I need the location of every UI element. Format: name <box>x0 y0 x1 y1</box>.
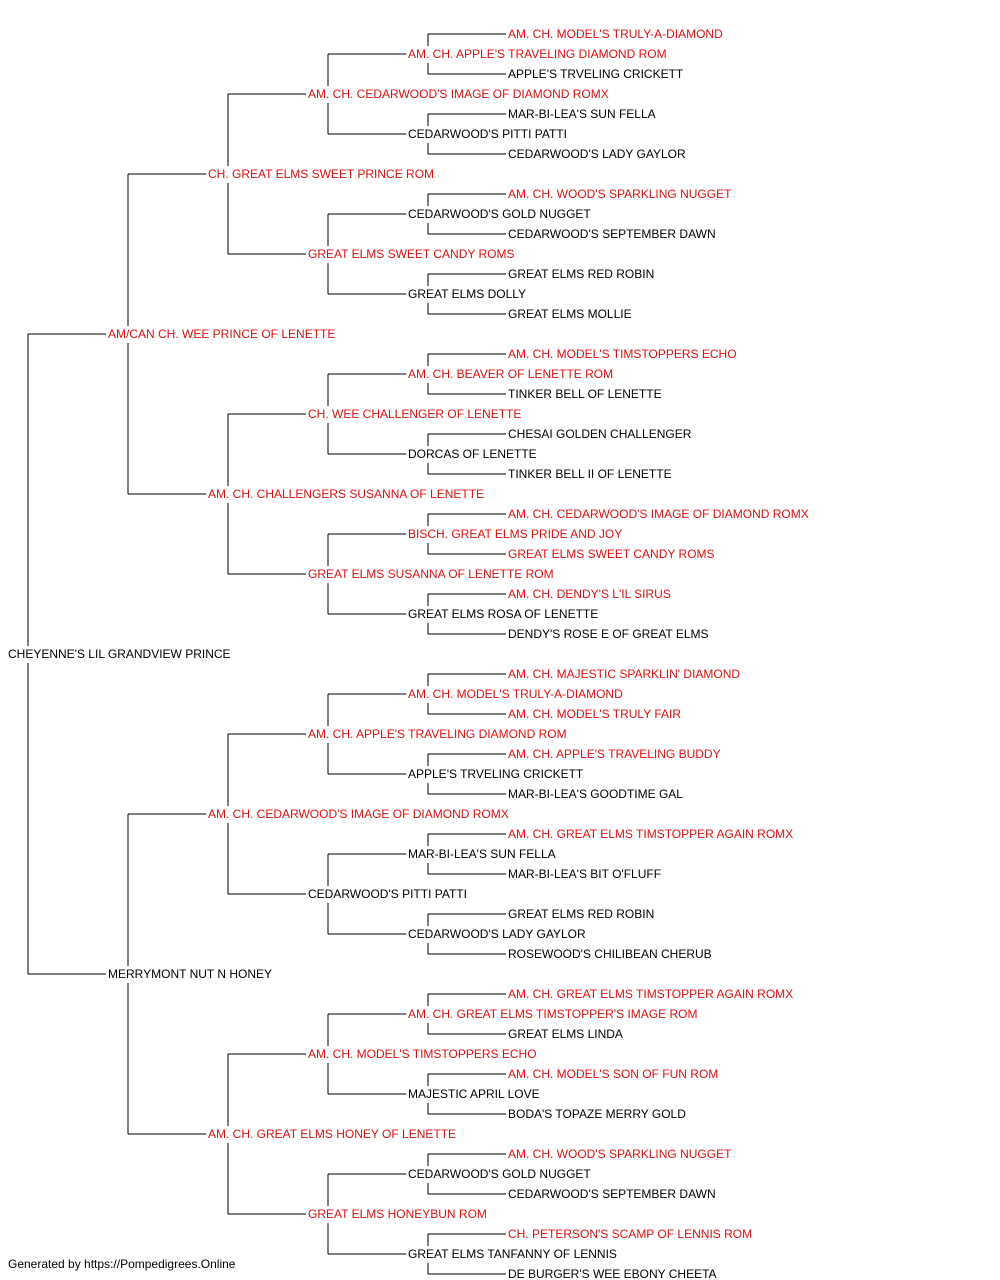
ancestor-name: GREAT ELMS TANFANNY OF LENNIS <box>408 1247 617 1261</box>
ancestor-name: GREAT ELMS SUSANNA OF LENETTE ROM <box>308 567 554 581</box>
ancestor-name: GREAT ELMS RED ROBIN <box>508 907 654 921</box>
ancestor-name: MAR-BI-LEA'S SUN FELLA <box>408 847 556 861</box>
ancestor-name: AM. CH. APPLE'S TRAVELING DIAMOND ROM <box>408 47 667 61</box>
ancestor-name: AM. CH. MODEL'S TRULY FAIR <box>508 707 681 721</box>
ancestor-name: AM. CH. DENDY'S L'IL SIRUS <box>508 587 671 601</box>
ancestor-name: AM. CH. CEDARWOOD'S IMAGE OF DIAMOND ROM… <box>308 87 609 101</box>
connector-lines <box>27 33 506 1275</box>
ancestor-name: MAR-BI-LEA'S GOODTIME GAL <box>508 787 683 801</box>
ancestor-name: CEDARWOOD'S SEPTEMBER DAWN <box>508 1187 716 1201</box>
footer-credit: Generated by https://Pompedigrees.Online <box>8 1257 236 1271</box>
ancestor-name: DORCAS OF LENETTE <box>408 447 537 461</box>
ancestor-name: AM. CH. MAJESTIC SPARKLIN' DIAMOND <box>508 667 740 681</box>
ancestor-name: CH. PETERSON'S SCAMP OF LENNIS ROM <box>508 1227 752 1241</box>
ancestor-name: AM. CH. CHALLENGERS SUSANNA OF LENETTE <box>208 487 484 501</box>
ancestor-name: AM. CH. MODEL'S TIMSTOPPERS ECHO <box>308 1047 537 1061</box>
ancestor-name: APPLE'S TRVELING CRICKETT <box>508 67 684 81</box>
ancestor-name: AM. CH. CEDARWOOD'S IMAGE OF DIAMOND ROM… <box>208 807 509 821</box>
ancestor-name: CHEYENNE'S LIL GRANDVIEW PRINCE <box>8 647 231 661</box>
ancestor-name: APPLE'S TRVELING CRICKETT <box>408 767 584 781</box>
ancestor-name: GREAT ELMS MOLLIE <box>508 307 632 321</box>
ancestor-name: AM. CH. GREAT ELMS TIMSTOPPER'S IMAGE RO… <box>408 1007 697 1021</box>
ancestor-name: GREAT ELMS SWEET CANDY ROMS <box>308 247 514 261</box>
ancestor-name: AM. CH. WOOD'S SPARKLING NUGGET <box>508 187 732 201</box>
ancestor-name: MAR-BI-LEA'S SUN FELLA <box>508 107 656 121</box>
ancestor-name: AM. CH. MODEL'S TRULY-A-DIAMOND <box>508 27 723 41</box>
ancestor-name: CH. WEE CHALLENGER OF LENETTE <box>308 407 521 421</box>
ancestor-name: CEDARWOOD'S LADY GAYLOR <box>508 147 686 161</box>
ancestor-name: GREAT ELMS DOLLY <box>408 287 526 301</box>
ancestor-name: CHESAI GOLDEN CHALLENGER <box>508 427 692 441</box>
ancestor-name: AM/CAN CH. WEE PRINCE OF LENETTE <box>108 327 335 341</box>
ancestor-name: CEDARWOOD'S GOLD NUGGET <box>408 207 591 221</box>
ancestor-name: TINKER BELL II OF LENETTE <box>508 467 672 481</box>
ancestor-name: AM. CH. GREAT ELMS TIMSTOPPER AGAIN ROMX <box>508 827 793 841</box>
ancestor-name: AM. CH. WOOD'S SPARKLING NUGGET <box>508 1147 732 1161</box>
ancestor-name: ROSEWOOD'S CHILIBEAN CHERUB <box>508 947 712 961</box>
ancestor-name: DE BURGER'S WEE EBONY CHEETA <box>508 1267 717 1280</box>
ancestor-name: GREAT ELMS HONEYBUN ROM <box>308 1207 487 1221</box>
ancestor-name: MAR-BI-LEA'S BIT O'FLUFF <box>508 867 661 881</box>
ancestor-labels: CHEYENNE'S LIL GRANDVIEW PRINCE AM/CAN CH… <box>8 27 809 1280</box>
ancestor-name: CEDARWOOD'S SEPTEMBER DAWN <box>508 227 716 241</box>
ancestor-name: GREAT ELMS ROSA OF LENETTE <box>408 607 598 621</box>
ancestor-name: AM. CH. MODEL'S TRULY-A-DIAMOND <box>408 687 623 701</box>
ancestor-name: CEDARWOOD'S PITTI PATTI <box>308 887 467 901</box>
ancestor-name: BODA'S TOPAZE MERRY GOLD <box>508 1107 686 1121</box>
ancestor-name: GREAT ELMS SWEET CANDY ROMS <box>508 547 714 561</box>
ancestor-name: GREAT ELMS RED ROBIN <box>508 267 654 281</box>
ancestor-name: AM. CH. GREAT ELMS TIMSTOPPER AGAIN ROMX <box>508 987 793 1001</box>
ancestor-name: CEDARWOOD'S GOLD NUGGET <box>408 1167 591 1181</box>
ancestor-name: MAJESTIC APRIL LOVE <box>408 1087 540 1101</box>
ancestor-name: CH. GREAT ELMS SWEET PRINCE ROM <box>208 167 434 181</box>
ancestor-name: DENDY'S ROSE E OF GREAT ELMS <box>508 627 709 641</box>
ancestor-name: AM. CH. APPLE'S TRAVELING DIAMOND ROM <box>308 727 567 741</box>
ancestor-name: AM. CH. GREAT ELMS HONEY OF LENETTE <box>208 1127 456 1141</box>
ancestor-name: AM. CH. MODEL'S TIMSTOPPERS ECHO <box>508 347 737 361</box>
ancestor-name: AM. CH. APPLE'S TRAVELING BUDDY <box>508 747 721 761</box>
ancestor-name: AM. CH. CEDARWOOD'S IMAGE OF DIAMOND ROM… <box>508 507 809 521</box>
ancestor-name: BISCH. GREAT ELMS PRIDE AND JOY <box>408 527 622 541</box>
ancestor-name: AM. CH. BEAVER OF LENETTE ROM <box>408 367 613 381</box>
ancestor-name: CEDARWOOD'S PITTI PATTI <box>408 127 567 141</box>
ancestor-name: CEDARWOOD'S LADY GAYLOR <box>408 927 586 941</box>
ancestor-name: AM. CH. MODEL'S SON OF FUN ROM <box>508 1067 718 1081</box>
ancestor-name: TINKER BELL OF LENETTE <box>508 387 662 401</box>
ancestor-name: MERRYMONT NUT N HONEY <box>108 967 272 981</box>
ancestor-name: GREAT ELMS LINDA <box>508 1027 623 1041</box>
